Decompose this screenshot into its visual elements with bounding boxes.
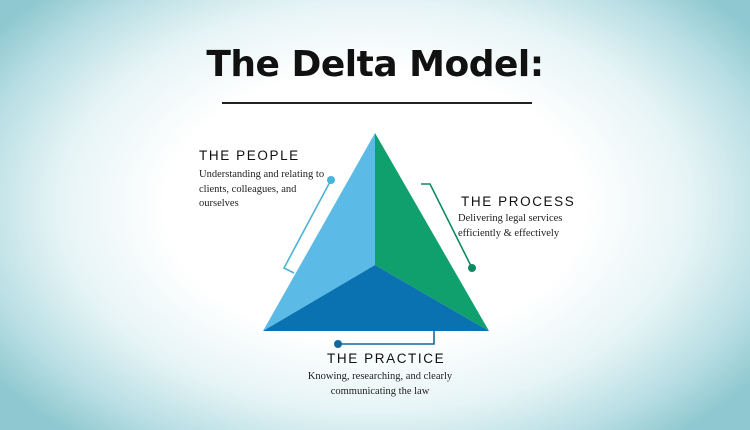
people-connector xyxy=(282,179,332,274)
title-divider xyxy=(222,102,532,104)
process-connector-dot xyxy=(468,264,476,272)
page-title: The Delta Model: xyxy=(206,44,544,85)
people-description: Understanding and relating to clients, c… xyxy=(199,169,325,209)
practice-heading: THE PRACTICE xyxy=(327,351,446,366)
practice-connector-dot xyxy=(334,340,342,348)
process-connector xyxy=(421,183,473,269)
people-heading: THE PEOPLE xyxy=(199,148,300,163)
practice-connector xyxy=(338,331,435,345)
practice-face xyxy=(263,265,489,331)
practice-description: Knowing, researching, and clearly commun… xyxy=(307,371,453,397)
process-description: Delivering legal services efficiently & … xyxy=(458,213,563,239)
process-heading: THE PROCESS xyxy=(461,194,576,209)
people-connector-dot xyxy=(327,176,335,184)
